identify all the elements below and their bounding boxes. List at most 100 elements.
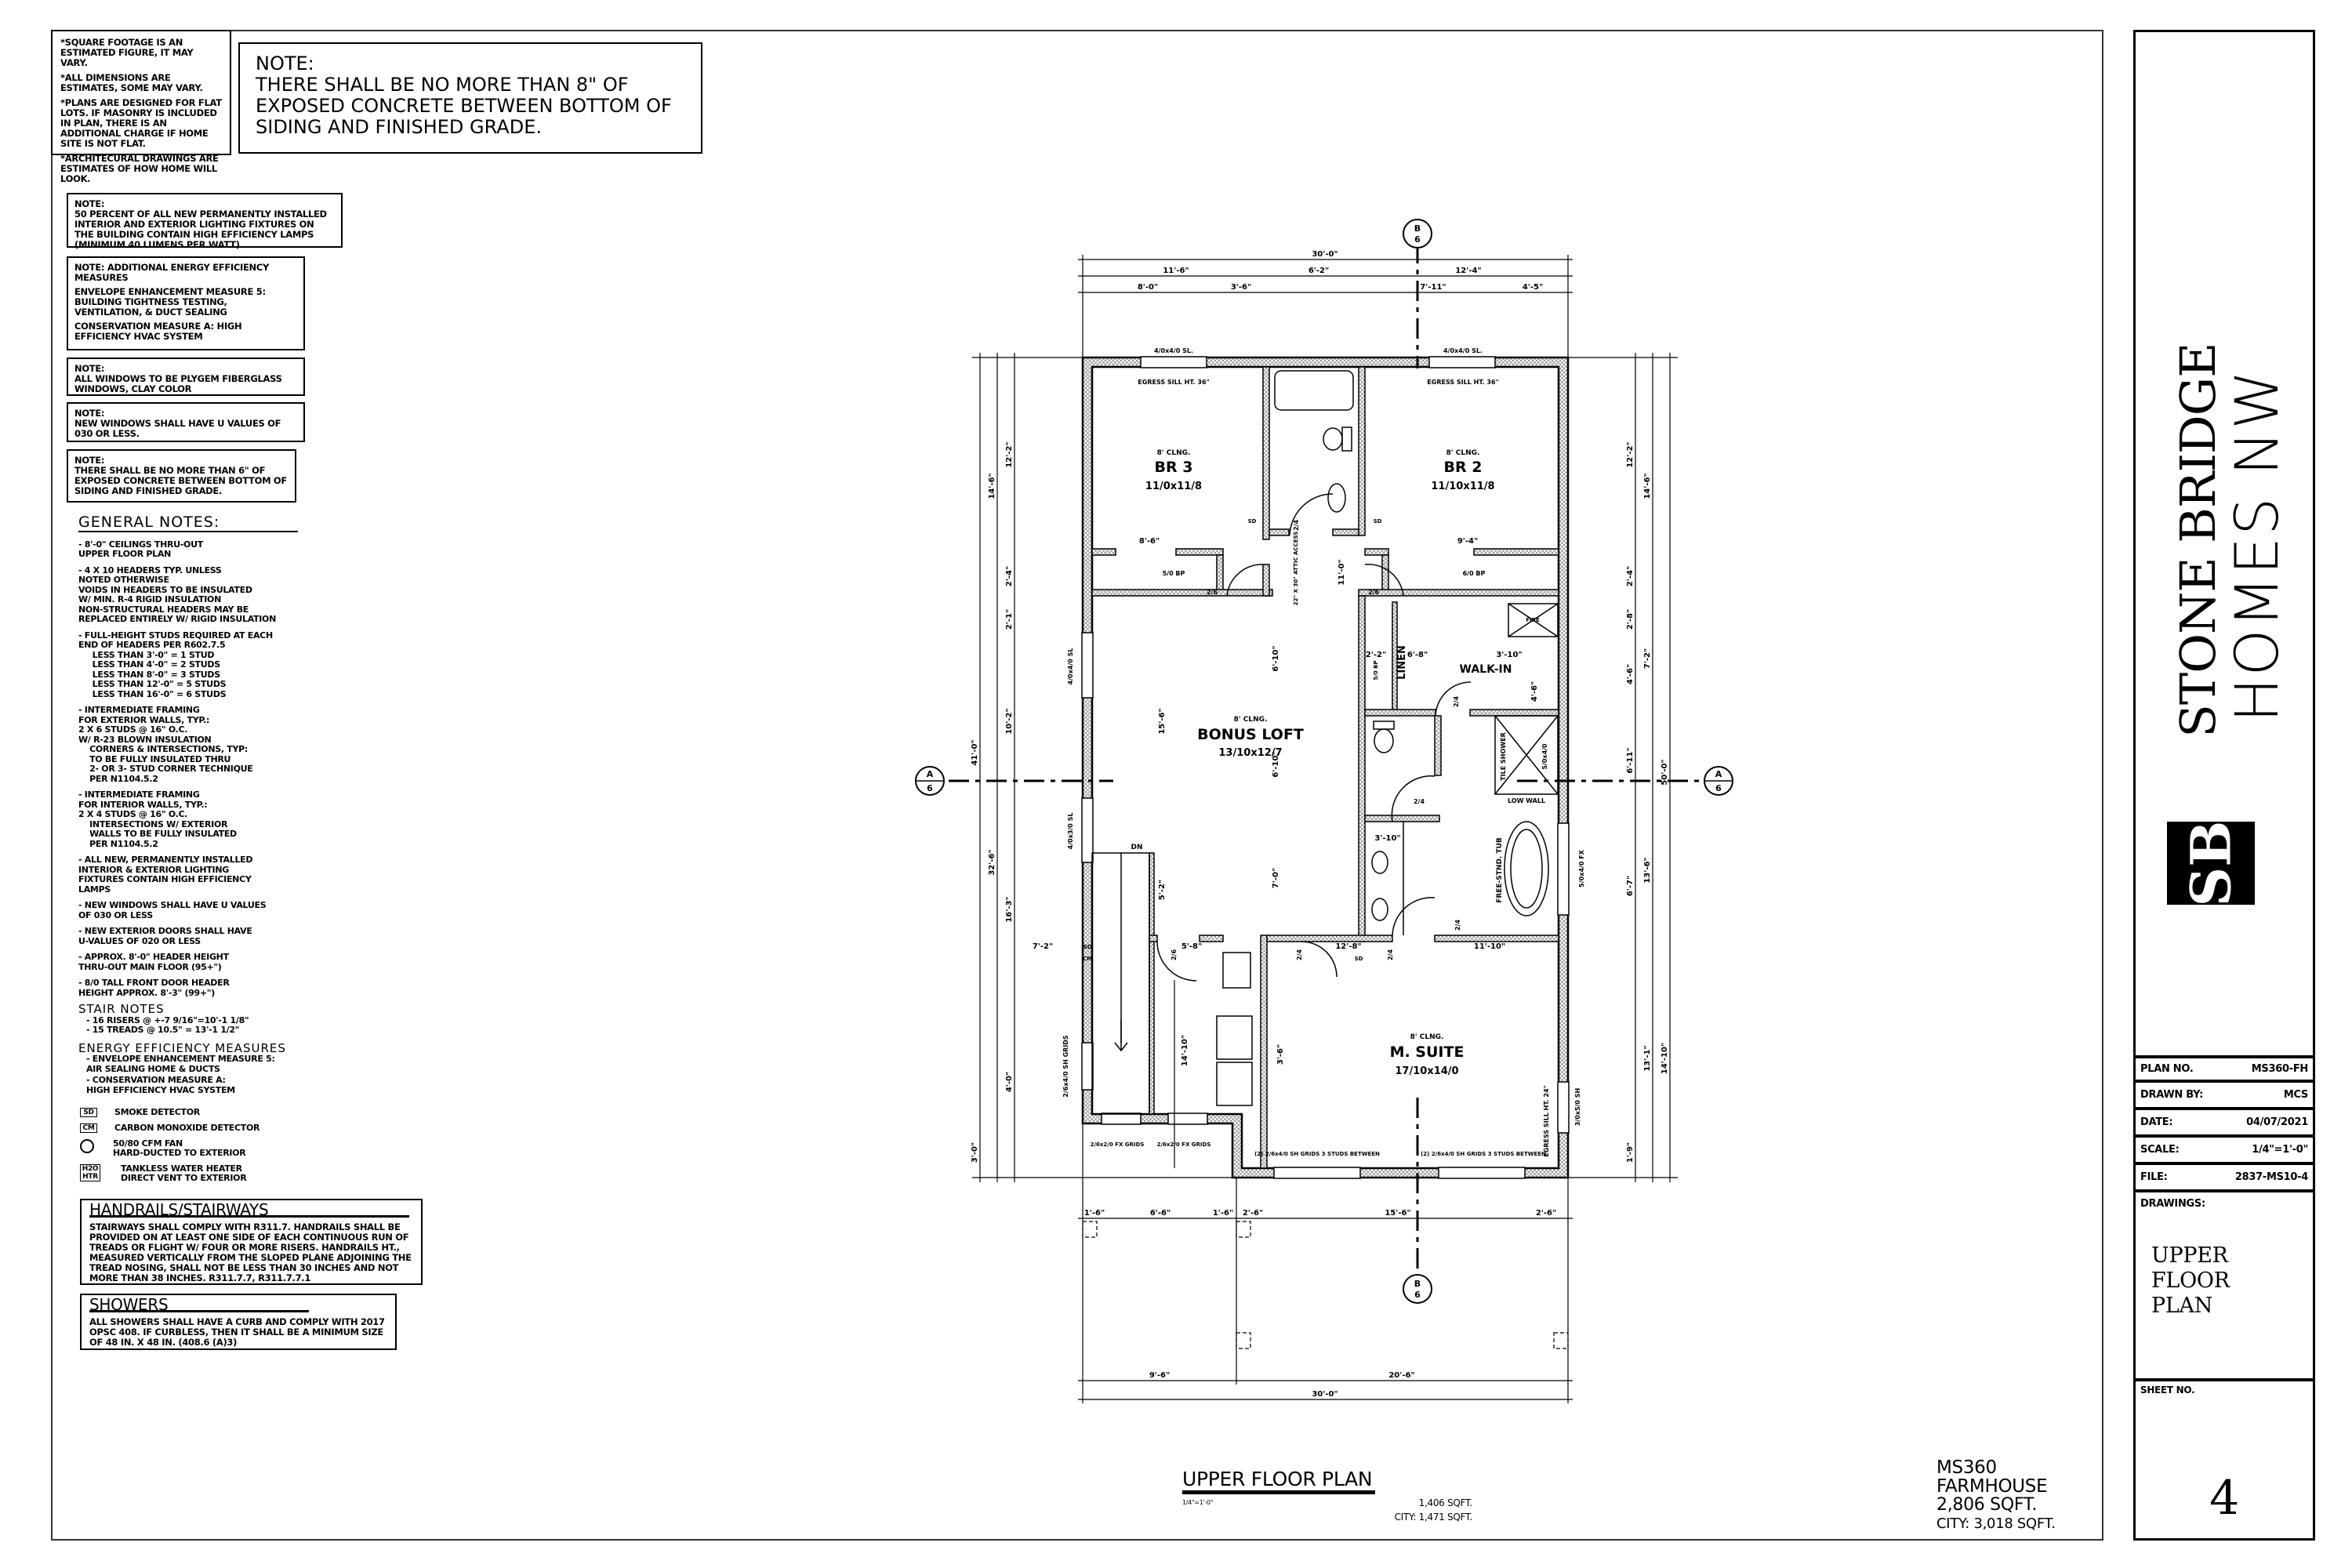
opening-label: 2/4 [1453,696,1460,707]
general-note: - NEW WINDOWS SHALL HAVE U VALUES OF 030… [78,900,267,920]
showers-box: SHOWERS ALL SHOWERS SHALL HAVE A CURB AN… [80,1294,397,1350]
door-swing [1289,493,1334,536]
opening-label: (2) 2/6x4/0 SH GRIDS 3 STUDS BETWEEN [1421,1151,1546,1157]
door-swing [1391,775,1436,822]
tile-shower [1494,715,1559,795]
dimension-label: 14'-10" [1181,1035,1189,1066]
dimension-label: 3'-6" [1276,1044,1285,1065]
energy-measure: - CONSERVATION MEASURE A: HIGH EFFICIENC… [86,1075,235,1095]
opening-label: 4/0x4/0 SL [1067,648,1074,685]
dimension-label: 8'-0" [1138,283,1158,292]
plan-label: SD [1248,518,1257,524]
plan-summary: MS360 FARMHOUSE 2,806 SQFT. CITY: 3,018 … [1936,1458,2056,1534]
windows [1081,356,1570,1179]
co-detector-icon: CM [80,1123,97,1133]
plan-label: FIRE [1526,617,1540,623]
plan-style: FARMHOUSE [1936,1476,2048,1497]
showers-title: SHOWERS [89,1297,310,1312]
company-logo: STONE BRIDGE HOMES NW SB [2159,185,2300,906]
section-lines [949,243,1701,1270]
dimension-label: 6'-8" [1407,651,1428,659]
disclaimer-note: *PLANS ARE DESIGNED FOR FLAT LOTS. IF MA… [60,97,222,149]
dimension-label: 3'-10" [1496,651,1522,659]
door-swing [1226,564,1264,597]
title-row-drawn-by: DRAWN BY:MCS [2136,1083,2313,1110]
drawing-name: UPPER FLOOR PLAN [2151,1243,2230,1318]
plan-label: TILE SHOWER [1500,732,1507,781]
interior-walls [1091,366,1559,1169]
opening-label: 2/6x2/0 FX GRIDS [1157,1142,1211,1148]
dryer [1216,1062,1253,1106]
dimension-label: 12'-8" [1335,942,1361,951]
hall-toilet [1323,427,1343,451]
plan-city-sqft: CITY: 3,018 SQFT. [1936,1515,2056,1532]
room-bonus-loft: 8' CLNG. BONUS LOFT 13/10x12/7 [1197,716,1304,759]
opening-label: (2) 2/6x4/0 SH GRIDS 3 STUDS BETWEEN [1254,1151,1380,1157]
drawing-sqft: 1,406 SQFT. [1418,1497,1473,1508]
room-master-suite: 8' CLNG. M. SUITE 17/10x14/0 [1390,1033,1465,1077]
svg-text:17/10x14/0: 17/10x14/0 [1395,1065,1458,1077]
title-row-scale: SCALE:1/4"=1'-0" [2136,1138,2313,1165]
opening-label: 2/4 [1293,520,1300,531]
smoke-detector-icon: SD [80,1108,97,1117]
dimension-label: 6'-7" [1626,876,1635,896]
dimension-label: 9'-6" [1149,1371,1170,1380]
dimension-label: 14'-6" [988,473,996,499]
window-stair [1081,1042,1094,1091]
room-br3: 8' CLNG. BR 3 11/0x11/8 [1145,449,1202,492]
opening-label: 2/6 [1207,589,1218,596]
energy-measure: - ENVELOPE ENHANCEMENT MEASURE 5: AIR SE… [86,1054,275,1074]
legend-item: CM CARBON MONOXIDE DETECTOR [80,1123,331,1133]
window-suite-bottom-1 [1273,1167,1361,1179]
note-title: NOTE: [74,408,105,419]
master-toilet [1374,728,1394,753]
note-text: NEW WINDOWS SHALL HAVE U VALUES OF 030 O… [74,418,281,439]
title-row-plan-no: PLAN No.MS360-FH [2136,1055,2313,1083]
general-note: - NEW EXTERIOR DOORS SHALL HAVE U-VALUES… [78,926,252,946]
svg-text:8' CLNG.: 8' CLNG. [1234,716,1268,724]
legend-item: H2O HTR TANKLESS WATER HEATER DIRECT VEN… [80,1164,331,1183]
door-swing [1392,897,1436,936]
opening-label: 2/4 [1454,920,1461,931]
handrails-title: HANDRAILS/STAIRWAYS [89,1202,410,1218]
svg-text:BR 3: BR 3 [1155,459,1193,476]
plan-model: MS360 [1936,1457,1997,1478]
dimension-label: 6'-2" [1308,267,1329,275]
dimension-label: 10'-2" [1005,708,1014,734]
disclaimer-note: *ALL DIMENSIONS ARE ESTIMATES, SOME MAY … [60,72,203,93]
dimension-label: 7'-0" [1272,868,1280,888]
opening-label: EGRESS SILL HT. 36" [1427,379,1498,386]
dimension-label: 4'-6" [1530,681,1539,702]
u-value-note: NOTE: NEW WINDOWS SHALL HAVE U VALUES OF… [67,402,305,442]
fireplace [1508,603,1559,637]
opening-label: 4/0x4/0 SL. [1154,347,1193,354]
window-br2 [1428,356,1496,368]
window-loft-2 [1081,797,1094,863]
svg-text:A: A [927,769,934,779]
svg-text:6: 6 [1715,783,1722,793]
svg-text:A: A [1715,769,1722,779]
window-master-bath [1557,822,1570,916]
plan-total-sqft: 2,806 SQFT. [1936,1495,2038,1515]
window-stair-bottom [1101,1112,1142,1125]
general-note: - INTERMEDIATE FRAMING FOR EXTERIOR WALL… [78,705,253,784]
door-swing [1435,681,1472,717]
section-marker-bottom: B 6 [1403,1274,1432,1304]
dimension-label: 6'-10" [1272,645,1280,671]
washer [1216,1015,1253,1060]
dimension-label: 7'-2" [1033,942,1053,951]
plan-label: 5/0x4/0 [1541,743,1548,770]
concrete-exposure-note: NOTE: THERE SHALL BE NO MORE THAN 8" OF … [238,42,702,154]
logo-mark: SB [2167,820,2255,906]
dimension-label: 1'-6" [1084,1209,1105,1218]
door-swing [1156,941,1197,982]
disclaimer-notes: *SQUARE FOOTAGE IS AN ESTIMATED FIGURE, … [51,30,231,184]
plan-label: 22" X 30" ATTIC ACCESS [1293,532,1299,606]
svg-text:8' CLNG.: 8' CLNG. [1446,449,1480,457]
svg-text:8' CLNG.: 8' CLNG. [1157,449,1191,457]
opening-label: 2/4 [1296,949,1303,960]
stair-note: - 16 RISERS @ +-7 9/16"=10'-1 1/8" [86,1014,249,1025]
opening-label: 2/6x4/0 SH GRIDS [1062,1035,1069,1098]
opening-label: 2/6 [1171,949,1178,960]
disclaimer-note: *SQUARE FOOTAGE IS AN ESTIMATED FIGURE, … [60,37,194,68]
